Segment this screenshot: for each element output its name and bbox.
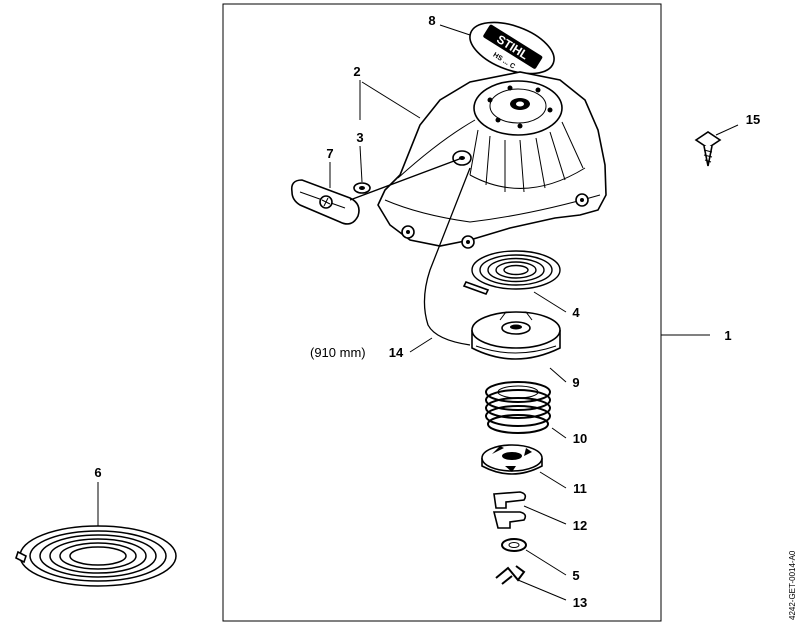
callout-14: 14: [389, 345, 404, 360]
rope-length-label: (910 mm): [310, 345, 366, 360]
drawing-number: 4242-GET-0014-A0: [788, 550, 797, 620]
callout-12: 12: [573, 518, 587, 533]
callout-3: 3: [356, 130, 363, 145]
part-9-rope-rotor[interactable]: [471, 311, 561, 360]
part-2-fan-housing[interactable]: [377, 71, 607, 249]
callout-4: 4: [572, 305, 580, 320]
part-12-pawls[interactable]: [492, 491, 527, 529]
callout-7: 7: [326, 146, 333, 161]
callout-15: 15: [746, 112, 760, 127]
assembly-frame: [222, 3, 662, 622]
callout-1: 1: [724, 328, 731, 343]
part-3-guide-bush[interactable]: [353, 182, 371, 194]
callout-11: 11: [573, 481, 587, 496]
part-10-spring[interactable]: [485, 381, 551, 434]
callout-13: 13: [573, 595, 587, 610]
callout-5: 5: [572, 568, 579, 583]
callout-9: 9: [572, 375, 579, 390]
callout-10: 10: [573, 431, 587, 446]
part-4-rewind-spring[interactable]: [462, 250, 561, 295]
part-13-spring-clip[interactable]: [495, 565, 526, 585]
part-7-starter-grip[interactable]: [290, 179, 360, 225]
leader-lines: [97, 24, 739, 601]
part-11-pawl-carrier[interactable]: [481, 444, 543, 475]
part-5-washer[interactable]: [501, 538, 527, 552]
part-15-screw[interactable]: [694, 131, 722, 167]
callout-8: 8: [428, 13, 435, 28]
part-6-rewind-spring[interactable]: [15, 525, 177, 587]
callout-6: 6: [94, 465, 101, 480]
part-8-logo-badge[interactable]: STIHL HS ... C: [463, 12, 561, 83]
callout-2: 2: [353, 64, 360, 79]
part-14-starter-rope[interactable]: [349, 157, 471, 346]
